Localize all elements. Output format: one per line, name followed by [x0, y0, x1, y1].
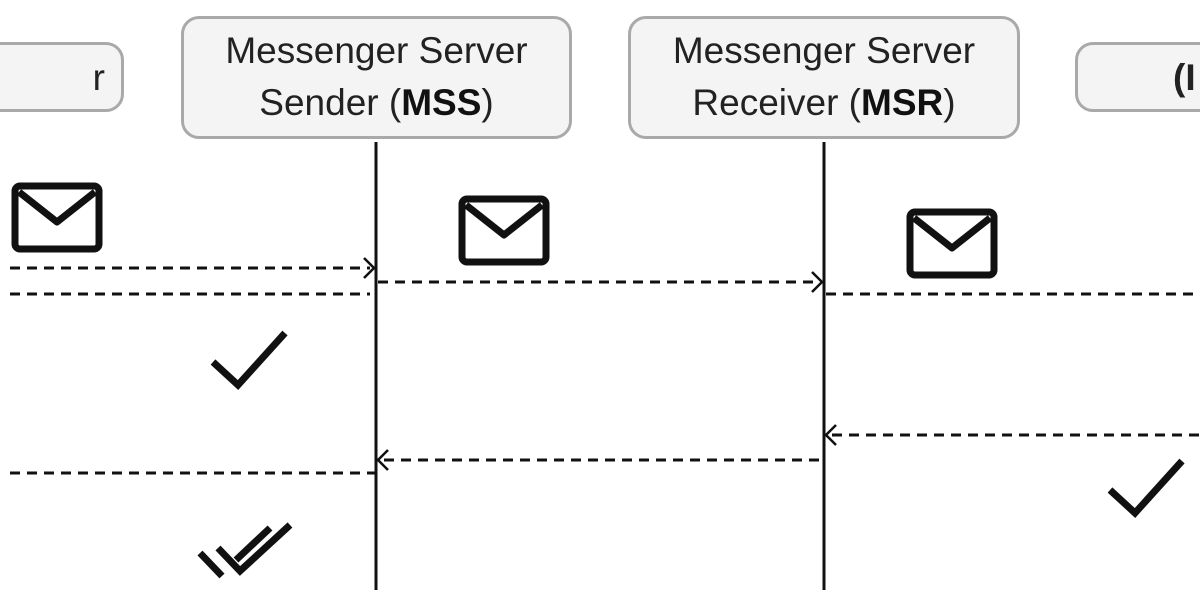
- actor-box-msr: Messenger Server Receiver (MSR): [628, 16, 1020, 139]
- actor-label-suffix: ): [481, 82, 494, 123]
- actor-label-fragment: (I: [1173, 57, 1196, 98]
- actor-abbreviation: MSR: [861, 82, 944, 123]
- actor-label-prefix: Sender (: [259, 82, 402, 123]
- checkmark-icon: [210, 330, 288, 390]
- actor-label-suffix: ): [943, 82, 956, 123]
- actor-box-sender-client: r: [0, 42, 124, 112]
- actor-box-mss: Messenger Server Sender (MSS): [181, 16, 572, 139]
- actor-label-line2: Receiver (MSR): [631, 77, 1017, 129]
- envelope-icon: [11, 182, 103, 253]
- actor-label-line1: Messenger Server: [225, 30, 528, 71]
- actor-label-line1: Messenger Server: [672, 30, 976, 71]
- arrowhead-right: [363, 257, 376, 279]
- envelope-icon: [458, 195, 550, 266]
- actor-label-line2: Sender (MSS): [184, 77, 569, 129]
- actor-label-fragment: r: [92, 57, 105, 98]
- envelope-icon: [906, 208, 998, 279]
- arrowhead-left: [376, 449, 389, 471]
- double-checkmark-icon: [197, 522, 293, 579]
- actor-box-receiver-client: (I: [1075, 42, 1200, 112]
- checkmark-icon: [1107, 458, 1185, 518]
- actor-label-prefix: Receiver (: [692, 82, 862, 123]
- arrowhead-right: [811, 271, 824, 293]
- arrowhead-left: [824, 424, 837, 446]
- actor-abbreviation: MSS: [401, 82, 482, 123]
